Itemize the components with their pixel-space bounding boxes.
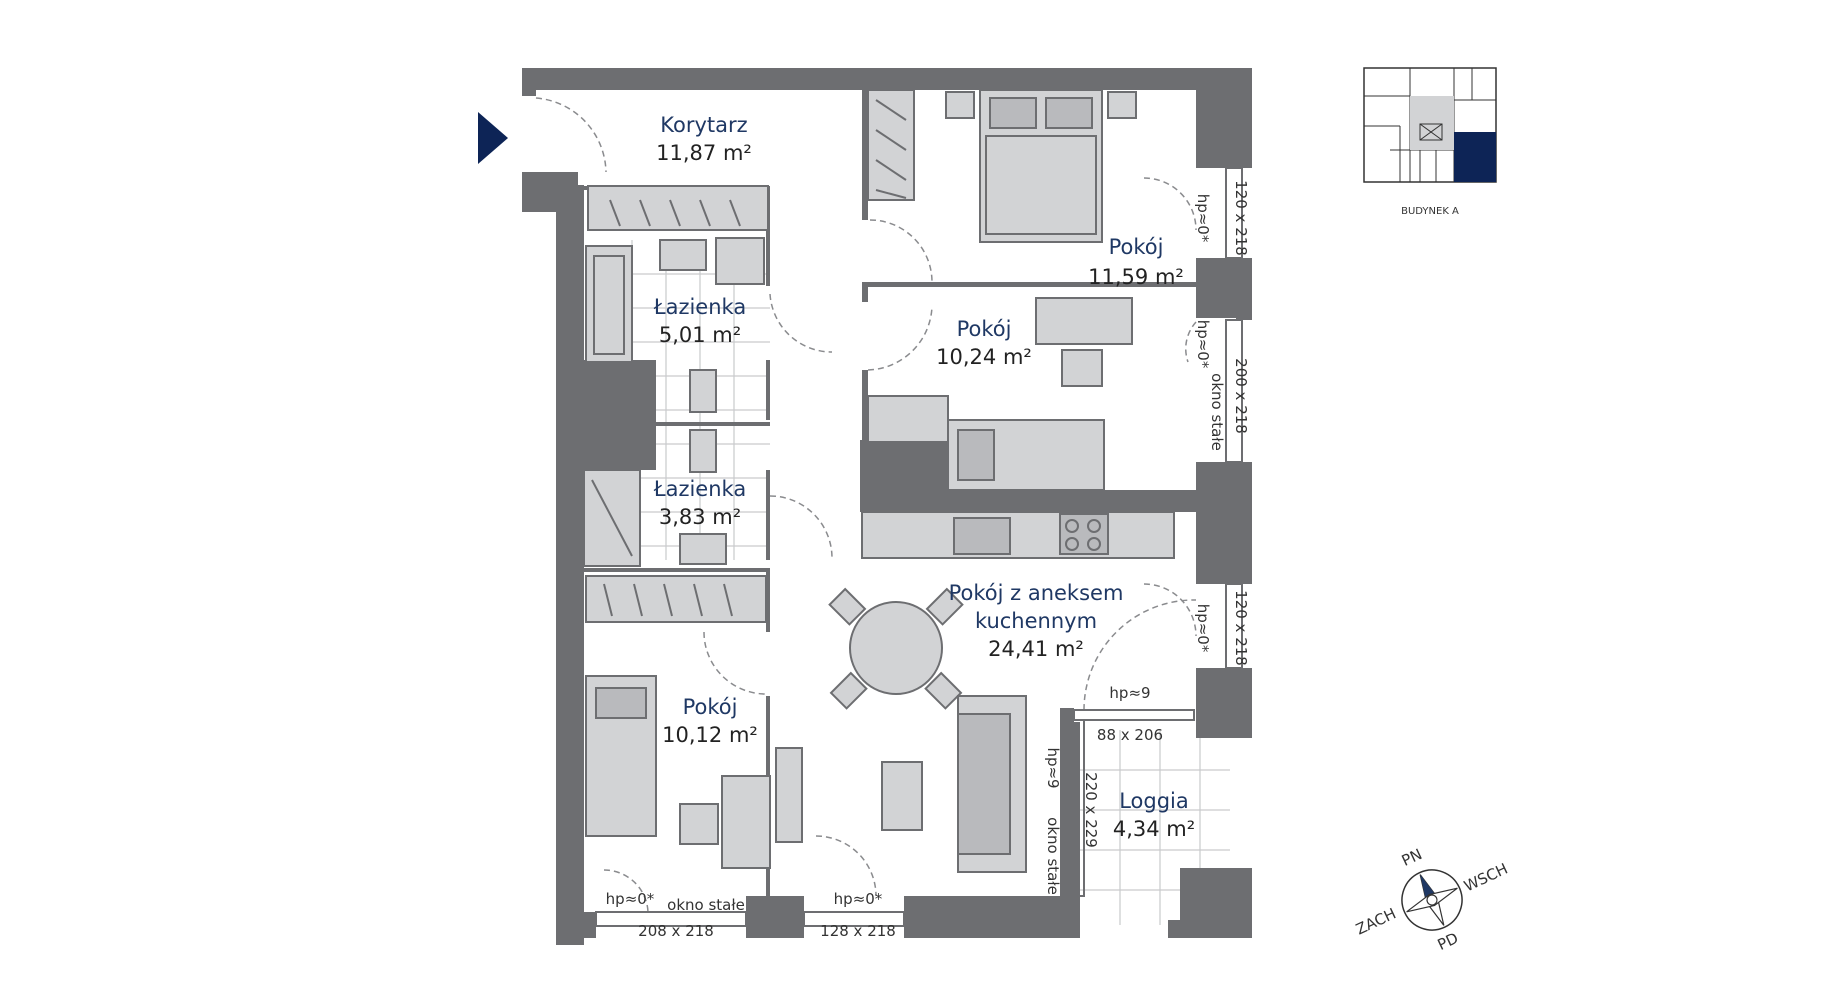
kitchen-sink [953, 517, 1011, 555]
window-labels: 120 x 218 hp≈0* 200 x 218 hp≈0* okno sta… [606, 180, 1250, 940]
compass-w: ZACH [1353, 904, 1399, 938]
chair [925, 587, 964, 626]
entrance-arrow-icon [478, 112, 508, 164]
room-name-lazienka-b: Łazienka [653, 477, 746, 501]
window-size-w7: 128 x 218 [820, 922, 896, 940]
room-labels: Korytarz 11,87 m² Pokój 11,59 m² Łazienk… [653, 113, 1195, 841]
room-name-korytarz: Korytarz [660, 113, 747, 137]
window-size-w2: 200 x 218 [1232, 358, 1250, 434]
window-sill-w3: hp≈0* [1194, 604, 1212, 653]
room-name-salon-line1: Pokój z aneksem [949, 581, 1124, 605]
compass-n: PN [1399, 845, 1425, 870]
key-plan-label: BUDYNEK A [1401, 206, 1459, 217]
window-note-w5: okno stałe [1044, 817, 1062, 895]
wardrobe [867, 89, 915, 201]
chair [1061, 349, 1103, 387]
compass-e: WSCH [1461, 860, 1510, 896]
walls [522, 68, 1252, 945]
desk [721, 775, 771, 869]
dining-table [849, 601, 943, 695]
bedside-table [945, 91, 975, 119]
room-area-pokoj-c: 10,12 m² [662, 723, 758, 747]
room-name-lazienka-a: Łazienka [653, 295, 746, 319]
wardrobe [585, 575, 767, 623]
room-name-salon-line2: kuchennym [975, 609, 1097, 633]
room-name-pokoj-c: Pokój [683, 695, 738, 719]
toilet [689, 429, 717, 473]
room-name-pokoj-a: Pokój [1109, 235, 1164, 259]
window-size-w6: 208 x 218 [638, 922, 714, 940]
window-size-w4: 88 x 206 [1097, 726, 1163, 744]
window-sill-w2: hp≈0* [1194, 320, 1212, 369]
chair [829, 671, 868, 710]
room-area-lazienka-b: 3,83 m² [659, 505, 741, 529]
room-area-lazienka-a: 5,01 m² [659, 323, 741, 347]
room-name-pokoj-b: Pokój [957, 317, 1012, 341]
chair [828, 587, 867, 626]
sink [679, 533, 727, 565]
key-plan: BUDYNEK A [1363, 67, 1497, 217]
chair [679, 803, 719, 845]
window-sill-w4: hp≈9 [1109, 684, 1150, 702]
room-area-pokoj-b: 10,24 m² [936, 345, 1032, 369]
toilet [689, 369, 717, 413]
key-plan-highlight [1454, 132, 1496, 182]
sink [659, 239, 707, 271]
washing-machine [715, 237, 765, 285]
wardrobe [867, 395, 949, 443]
bedside-table [1107, 91, 1137, 119]
kitchen-counter [861, 511, 1175, 559]
compass-icon [1401, 869, 1463, 931]
window-sill-w5: hp≈9 [1044, 747, 1062, 788]
window-note-w2: okno stałe [1208, 373, 1226, 451]
window-sill-w6: hp≈0* [606, 890, 655, 908]
window-size-w5: 220 x 229 [1082, 772, 1100, 848]
window-size-w3: 120 x 218 [1232, 590, 1250, 666]
room-area-pokoj-a: 11,59 m² [1088, 265, 1184, 289]
window-note-w6: okno stałe [667, 896, 745, 914]
windows [595, 167, 1243, 927]
coffee-table [881, 761, 923, 831]
room-area-salon: 24,41 m² [988, 637, 1084, 661]
window-size-w1: 120 x 218 [1232, 180, 1250, 256]
shelf [775, 747, 803, 843]
compass-s: PD [1435, 929, 1461, 954]
chair [924, 671, 963, 710]
doors [535, 97, 1197, 913]
window-sill-w7: hp≈0* [834, 890, 883, 908]
room-name-loggia: Loggia [1119, 789, 1189, 813]
furniture [583, 89, 1175, 873]
window-sill-w1: hp≈0* [1194, 194, 1212, 243]
desk [1035, 297, 1133, 345]
room-area-loggia: 4,34 m² [1113, 817, 1195, 841]
room-area-korytarz: 11,87 m² [656, 141, 752, 165]
